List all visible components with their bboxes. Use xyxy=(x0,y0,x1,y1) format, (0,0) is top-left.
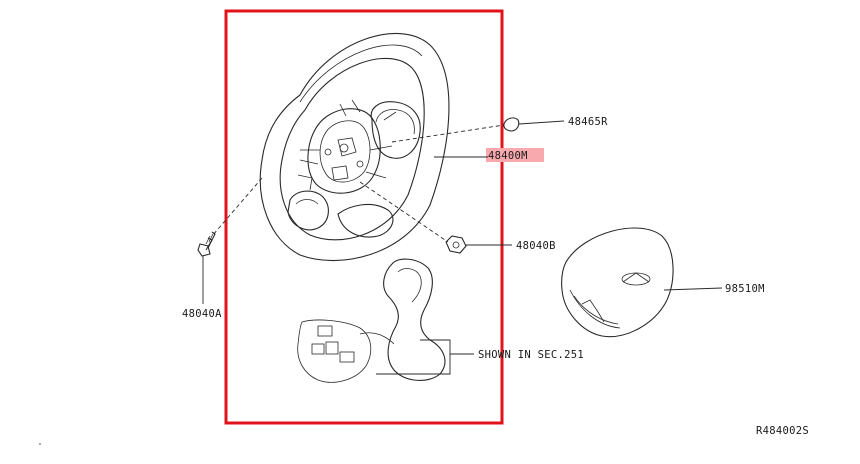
switch-assembly-icon[interactable] xyxy=(297,258,446,383)
leader-98510M xyxy=(663,287,723,291)
note-shown-in-sec: SHOWN IN SEC.251 xyxy=(478,349,584,361)
reference-code: R484002S xyxy=(756,425,809,437)
leader-48040A-dash xyxy=(211,177,263,237)
label-48040B: 48040B xyxy=(516,240,556,252)
airbag-module-icon[interactable] xyxy=(561,227,674,338)
label-48400M: 48400M xyxy=(488,150,528,162)
leader-48465R-dash xyxy=(391,124,505,143)
steering-wheel-icon[interactable] xyxy=(259,32,450,262)
clip-icon[interactable] xyxy=(503,117,520,132)
bolt-icon[interactable] xyxy=(197,231,216,257)
corner-dot xyxy=(39,443,41,445)
infiniti-logo-icon xyxy=(621,272,651,286)
leader-48040B-dash xyxy=(359,181,449,243)
note-bracket xyxy=(376,339,474,375)
leader-48465R xyxy=(518,120,565,125)
nut-icon[interactable] xyxy=(445,235,467,254)
label-48465R: 48465R xyxy=(568,116,608,128)
label-48400M-highlight xyxy=(486,148,544,162)
label-98510M: 98510M xyxy=(725,283,765,295)
highlight-box xyxy=(224,9,504,425)
label-48040A: 48040A xyxy=(182,308,222,320)
